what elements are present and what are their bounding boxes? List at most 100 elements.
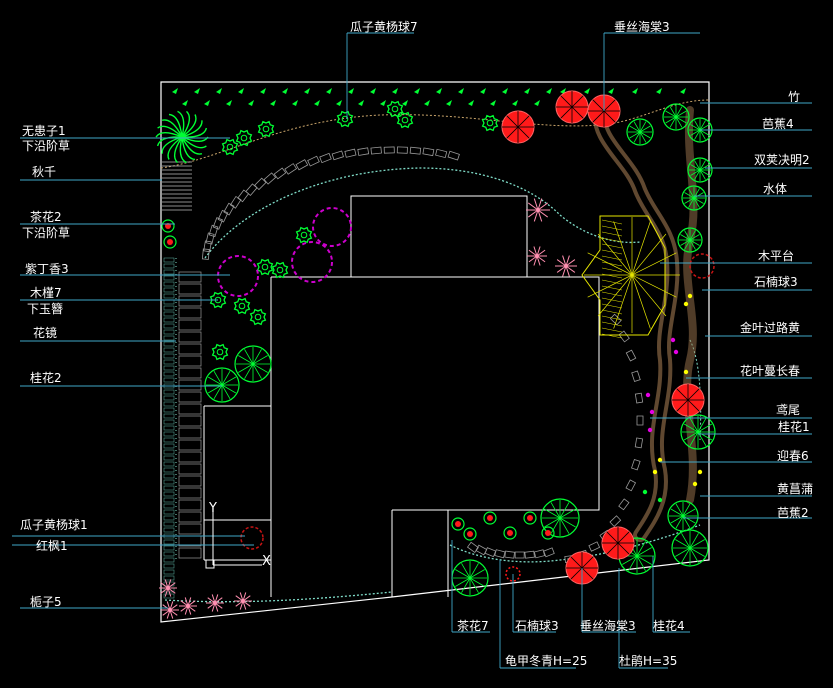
- border-stone: [163, 443, 175, 449]
- border-stone: [163, 449, 175, 455]
- stepping-stone: [370, 146, 382, 155]
- shrub-ring: [680, 414, 716, 450]
- border-stone: [163, 575, 175, 581]
- perennial-dot: [657, 497, 663, 503]
- groundcover-leaf: [680, 88, 686, 94]
- border-stone: [163, 323, 175, 329]
- label-bamboo: 竹: [788, 90, 801, 104]
- shrub-spoke: [636, 555, 652, 565]
- fan-frond: [181, 127, 208, 138]
- label-swing: 秋千: [32, 165, 57, 179]
- label-banana-4: 芭蕉4: [762, 117, 794, 131]
- shrub-spoke: [213, 384, 223, 400]
- shrub-spoke: [683, 431, 699, 441]
- deck-board: [631, 233, 667, 276]
- shrub-spoke: [622, 555, 638, 565]
- shrub-spoke: [688, 197, 695, 208]
- fan-frond: [173, 136, 183, 164]
- stepping-stone: [609, 515, 622, 527]
- shrub-spoke: [636, 555, 646, 571]
- shrub-spoke: [699, 120, 706, 131]
- paving-brick: [178, 535, 202, 547]
- groundcover-leaf: [260, 88, 266, 94]
- stepping-stone: [543, 547, 555, 558]
- label-water: 水体: [763, 182, 788, 196]
- shrub-spoke: [636, 547, 652, 557]
- groundcover-leaf: [468, 100, 474, 106]
- label-camellia-7: 茶花7: [457, 619, 489, 633]
- fan-frond: [156, 136, 183, 147]
- crabapple-branch: [592, 99, 605, 112]
- flower-center: [166, 586, 170, 590]
- shrub-spoke: [688, 188, 695, 199]
- camellia-symbol: [161, 219, 175, 233]
- boxwood-outline: [233, 297, 251, 315]
- shrub-symbol: [234, 345, 272, 383]
- shrub-spoke: [697, 431, 713, 441]
- groundcover-leaf: [216, 88, 222, 94]
- crabapple-branch: [687, 388, 700, 401]
- border-stone: [163, 455, 175, 461]
- paving-brick: [178, 319, 202, 331]
- boxwood-core: [391, 105, 399, 113]
- deck-outline: [581, 215, 666, 336]
- shrub-spoke: [693, 192, 704, 199]
- border-stone: [163, 401, 175, 407]
- shrub-spoke: [699, 169, 706, 180]
- border-southeast: [449, 524, 701, 563]
- shrub-spoke: [244, 349, 254, 365]
- deck-plank: [601, 285, 623, 291]
- shrub-spoke: [675, 547, 691, 557]
- stream-water: [596, 107, 676, 538]
- shrub-symbol: [687, 157, 713, 183]
- groundcover-leaf: [584, 88, 590, 94]
- groundcover-leaf: [172, 88, 178, 94]
- shrub-spoke: [699, 129, 706, 140]
- paving-brick: [178, 427, 202, 439]
- camellia-symbol: [523, 511, 537, 525]
- paving-brick: [178, 475, 202, 487]
- groundcover-leaf: [524, 88, 530, 94]
- shrub-spoke: [633, 131, 641, 143]
- shrub-spoke: [628, 555, 638, 571]
- groundcover-leaf: [282, 88, 288, 94]
- border-stone: [163, 275, 175, 281]
- deck-plank: [601, 249, 623, 255]
- groundcover-leaf: [446, 100, 452, 106]
- shrub-spoke: [680, 239, 691, 246]
- shrub-spoke: [455, 577, 471, 587]
- shrub-spoke: [675, 539, 691, 549]
- shrub-spoke: [699, 129, 710, 136]
- stepping-stone: [631, 458, 641, 471]
- crabapple-branch: [592, 110, 605, 123]
- shrub-spoke: [221, 384, 237, 394]
- shrub-spoke: [690, 129, 701, 136]
- perennial-dot: [683, 301, 689, 307]
- camellia-bloom: [507, 530, 513, 536]
- border-stone: [163, 593, 175, 599]
- crabapple-branch: [581, 567, 594, 580]
- shrub-spoke: [544, 508, 561, 519]
- label-cassia: 双荚决明2: [754, 153, 810, 167]
- border-stone: [163, 311, 175, 317]
- shrub-spoke: [689, 539, 705, 549]
- deck-board: [631, 252, 677, 276]
- boxwood-core: [261, 263, 269, 271]
- flower-symbol: [179, 597, 197, 615]
- photinia-ball-symbol: [505, 566, 521, 582]
- axis-y-label: Y: [208, 501, 217, 516]
- shrub-spoke: [689, 547, 705, 557]
- groundcover-leaf: [502, 88, 508, 94]
- flower-petal: [533, 209, 539, 222]
- stepping-stone: [625, 349, 637, 362]
- boxwood-ball-symbol: [271, 261, 289, 279]
- deck-plank: [601, 333, 623, 339]
- deck-board: [613, 274, 633, 329]
- stepping-stone: [396, 146, 408, 154]
- shrub-spoke: [665, 110, 677, 118]
- groundcover-leaf: [458, 88, 464, 94]
- border-stone: [163, 287, 175, 293]
- boxwood-core: [486, 119, 494, 127]
- crabapple-symbol: [671, 383, 705, 417]
- fan-frond: [181, 136, 207, 149]
